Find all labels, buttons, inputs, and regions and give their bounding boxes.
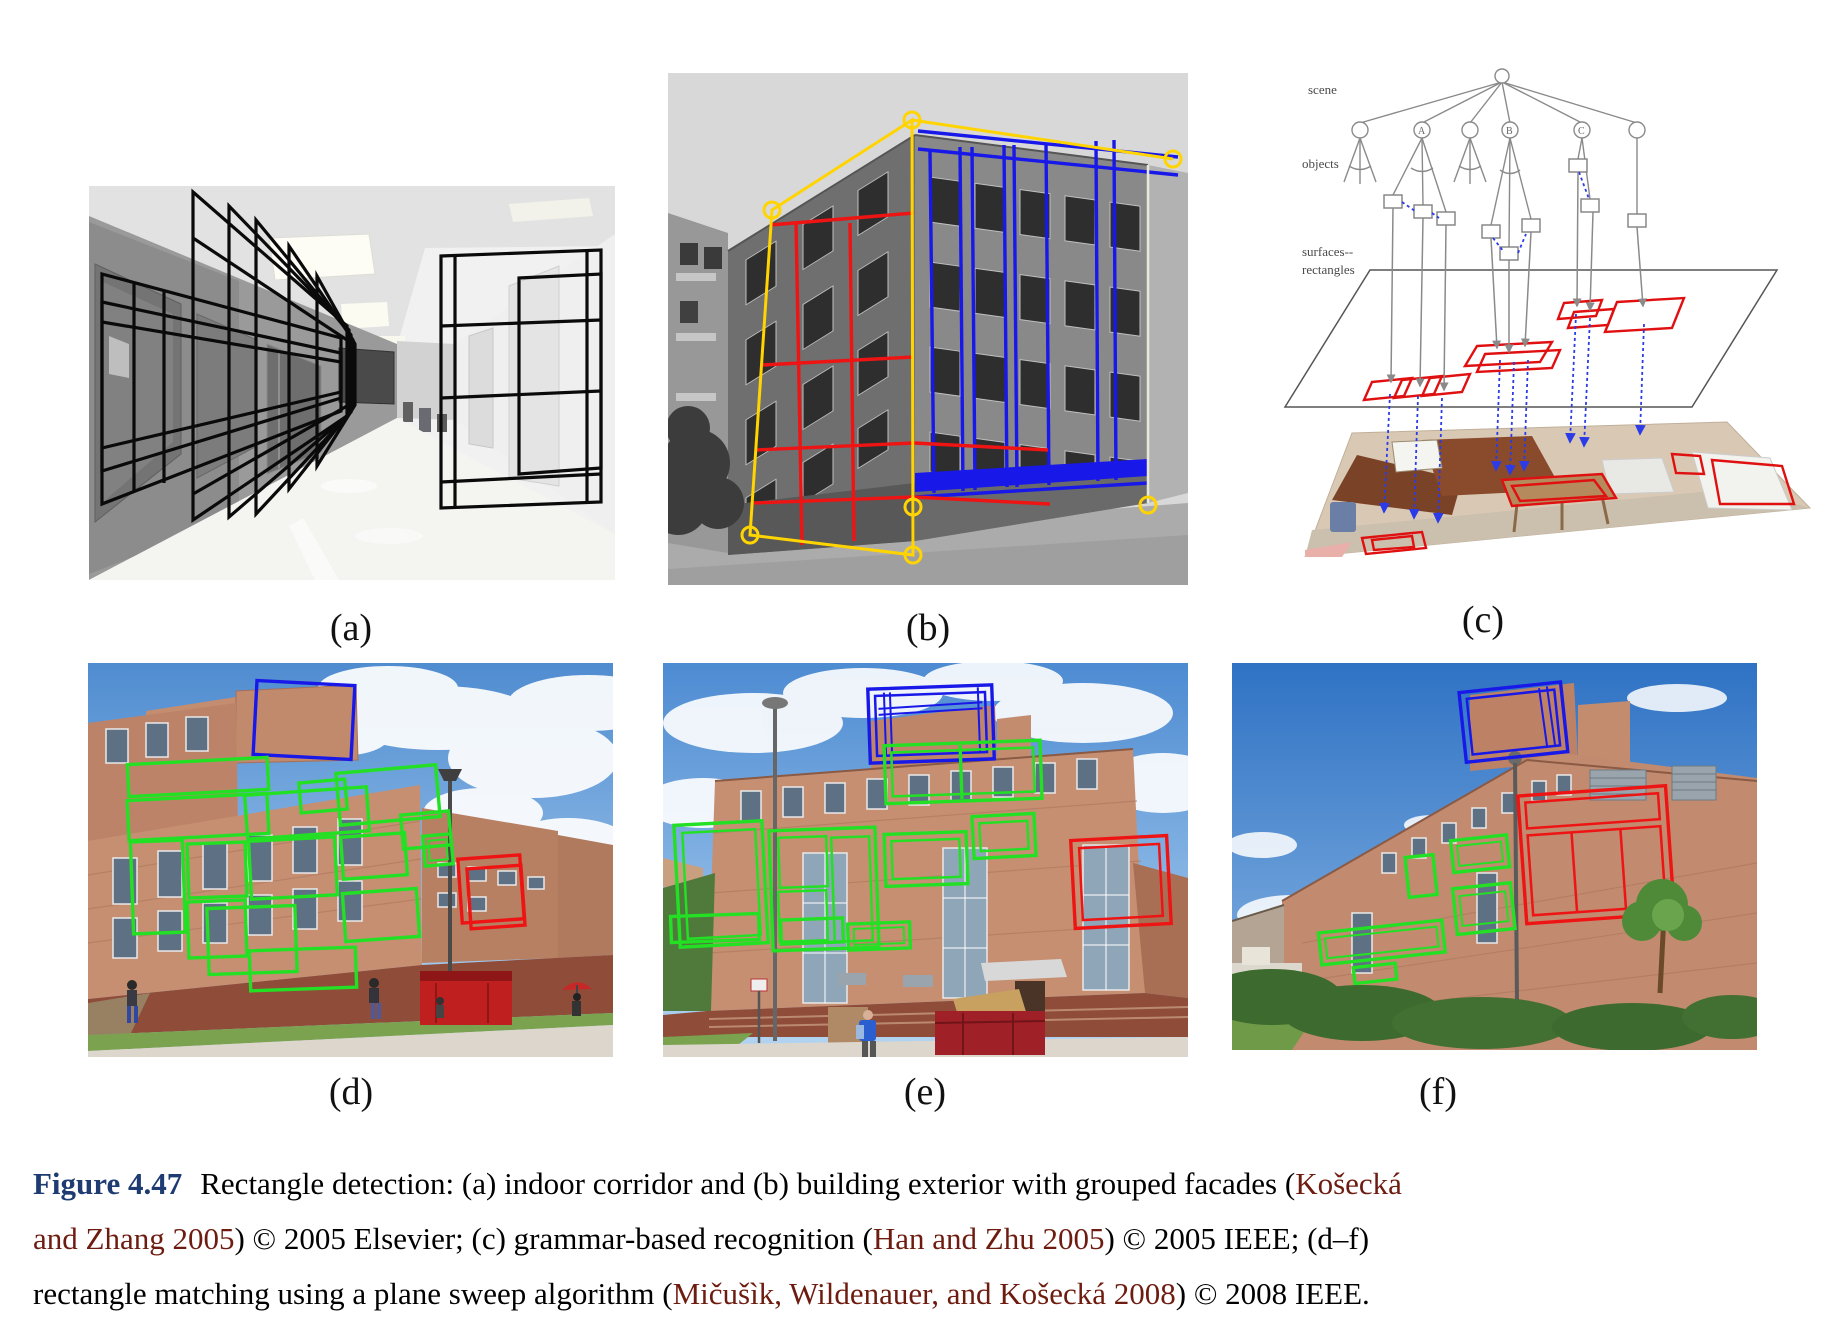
- panel-c-grammar-diagram: scene objects surfaces-- rectangles: [1272, 60, 1817, 557]
- node-b-label: B: [1506, 126, 1513, 137]
- support-plane: [1283, 269, 1779, 408]
- red-rectangles-overlay: [456, 853, 527, 931]
- caption-text: ) © 2005 Elsevier; (c) grammar-based rec…: [234, 1221, 873, 1256]
- subfigure-label-d: (d): [328, 1071, 374, 1113]
- citation-han-zhu[interactable]: Han and Zhu 2005: [872, 1221, 1105, 1256]
- blue-thick-band: [915, 459, 1148, 492]
- kitchen-photo: [1304, 421, 1812, 557]
- pedestrians: [127, 978, 592, 1023]
- subfigure-label-a: (a): [329, 607, 373, 649]
- black-rectangle-overlay: [100, 188, 603, 524]
- blue-dashed-links: [1401, 171, 1590, 254]
- surfaces-label-line1: surfaces--: [1302, 244, 1353, 259]
- bushes-and-trees: [1232, 879, 1757, 1050]
- red-rectangle-overlay: [1068, 833, 1173, 931]
- panel-f-building-photo: [1232, 663, 1757, 1050]
- caption-line-3: rectangle matching using a plane sweep a…: [33, 1266, 1818, 1320]
- caption-line-1: Figure 4.47 Rectangle detection: (a) indo…: [33, 1156, 1818, 1211]
- blue-rectangle-overlay: [1457, 680, 1570, 765]
- panel-d-building-photo: [88, 663, 613, 1057]
- caption-text: ) © 2008 IEEE.: [1175, 1276, 1370, 1311]
- blue-rectangle-overlay: [866, 683, 997, 765]
- citation-kosecka-zhang[interactable]: Košecká: [1295, 1166, 1402, 1201]
- subfigure-label-e: (e): [903, 1071, 947, 1113]
- red-line-group: [753, 211, 1051, 546]
- panel-b-building-photo: [668, 73, 1188, 585]
- yellow-quad-group: [740, 110, 1183, 565]
- scene-tree: [1343, 68, 1646, 248]
- grammar-diagram-image: scene objects surfaces-- rectangles: [1272, 60, 1817, 557]
- citation-kosecka-zhang-cont[interactable]: and Zhang 2005: [33, 1221, 235, 1256]
- citation-micusik-wildenauer-kosecka[interactable]: Mičušìk, Wildenauer, and Košecká 2008: [672, 1276, 1176, 1311]
- objects-label: objects: [1302, 156, 1339, 171]
- surfaces-label-line2: rectangles: [1302, 262, 1355, 277]
- plane-red-rectangles: [1362, 296, 1686, 402]
- louver-vents: [1589, 765, 1717, 801]
- caption-text: rectangle matching using a plane sweep a…: [33, 1276, 673, 1311]
- lamp-post: [750, 697, 788, 1043]
- panel-e-building-photo: [663, 663, 1188, 1057]
- caption-text: ) © 2005 IEEE; (d–f): [1104, 1221, 1370, 1256]
- subfigure-label-b: (b): [905, 607, 951, 649]
- tree: [668, 406, 744, 535]
- pedestrian: [856, 1010, 876, 1057]
- node-a-label: A: [1418, 126, 1426, 137]
- corridor-floor: [89, 418, 615, 580]
- blue-rectangle-overlay: [251, 678, 357, 762]
- grouped-facades-image: [668, 73, 1188, 585]
- panel-a-corridor-photo: [89, 186, 615, 580]
- subfigure-label-f: (f): [1419, 1071, 1457, 1113]
- dumpster: [420, 971, 512, 1025]
- scene-label: scene: [1308, 82, 1337, 97]
- figure-caption: Figure 4.47 Rectangle detection: (a) indo…: [33, 1156, 1818, 1320]
- green-rectangles-overlay: [125, 755, 456, 993]
- clouds: [663, 663, 1188, 828]
- rectangle-matching-image-f: [1232, 663, 1757, 1050]
- subfigure-label-c: (c): [1461, 599, 1505, 641]
- figure-number: Figure 4.47: [33, 1166, 183, 1201]
- green-rectangles-overlay: [668, 738, 1044, 953]
- left-facade-windows: [745, 170, 889, 539]
- red-rectangles-overlay: [1516, 783, 1677, 926]
- gray-projection-arrows: [1386, 171, 1647, 392]
- green-rectangles-overlay: [1316, 832, 1517, 986]
- photo-red-rectangles: [1360, 452, 1796, 556]
- node-c-label: C: [1578, 126, 1585, 137]
- caption-text: Rectangle detection: (a) indoor corridor…: [200, 1166, 1296, 1201]
- rectangle-matching-image-e: [663, 663, 1188, 1057]
- caption-line-2: and Zhang 2005) © 2005 Elsevier; (c) gra…: [33, 1211, 1818, 1266]
- rectangle-matching-image-d: [88, 663, 613, 1057]
- corridor-image: [89, 186, 615, 580]
- dumpster: [934, 989, 1046, 1055]
- blue-projection-arrows: [1379, 313, 1646, 524]
- blue-line-group: [914, 129, 1179, 499]
